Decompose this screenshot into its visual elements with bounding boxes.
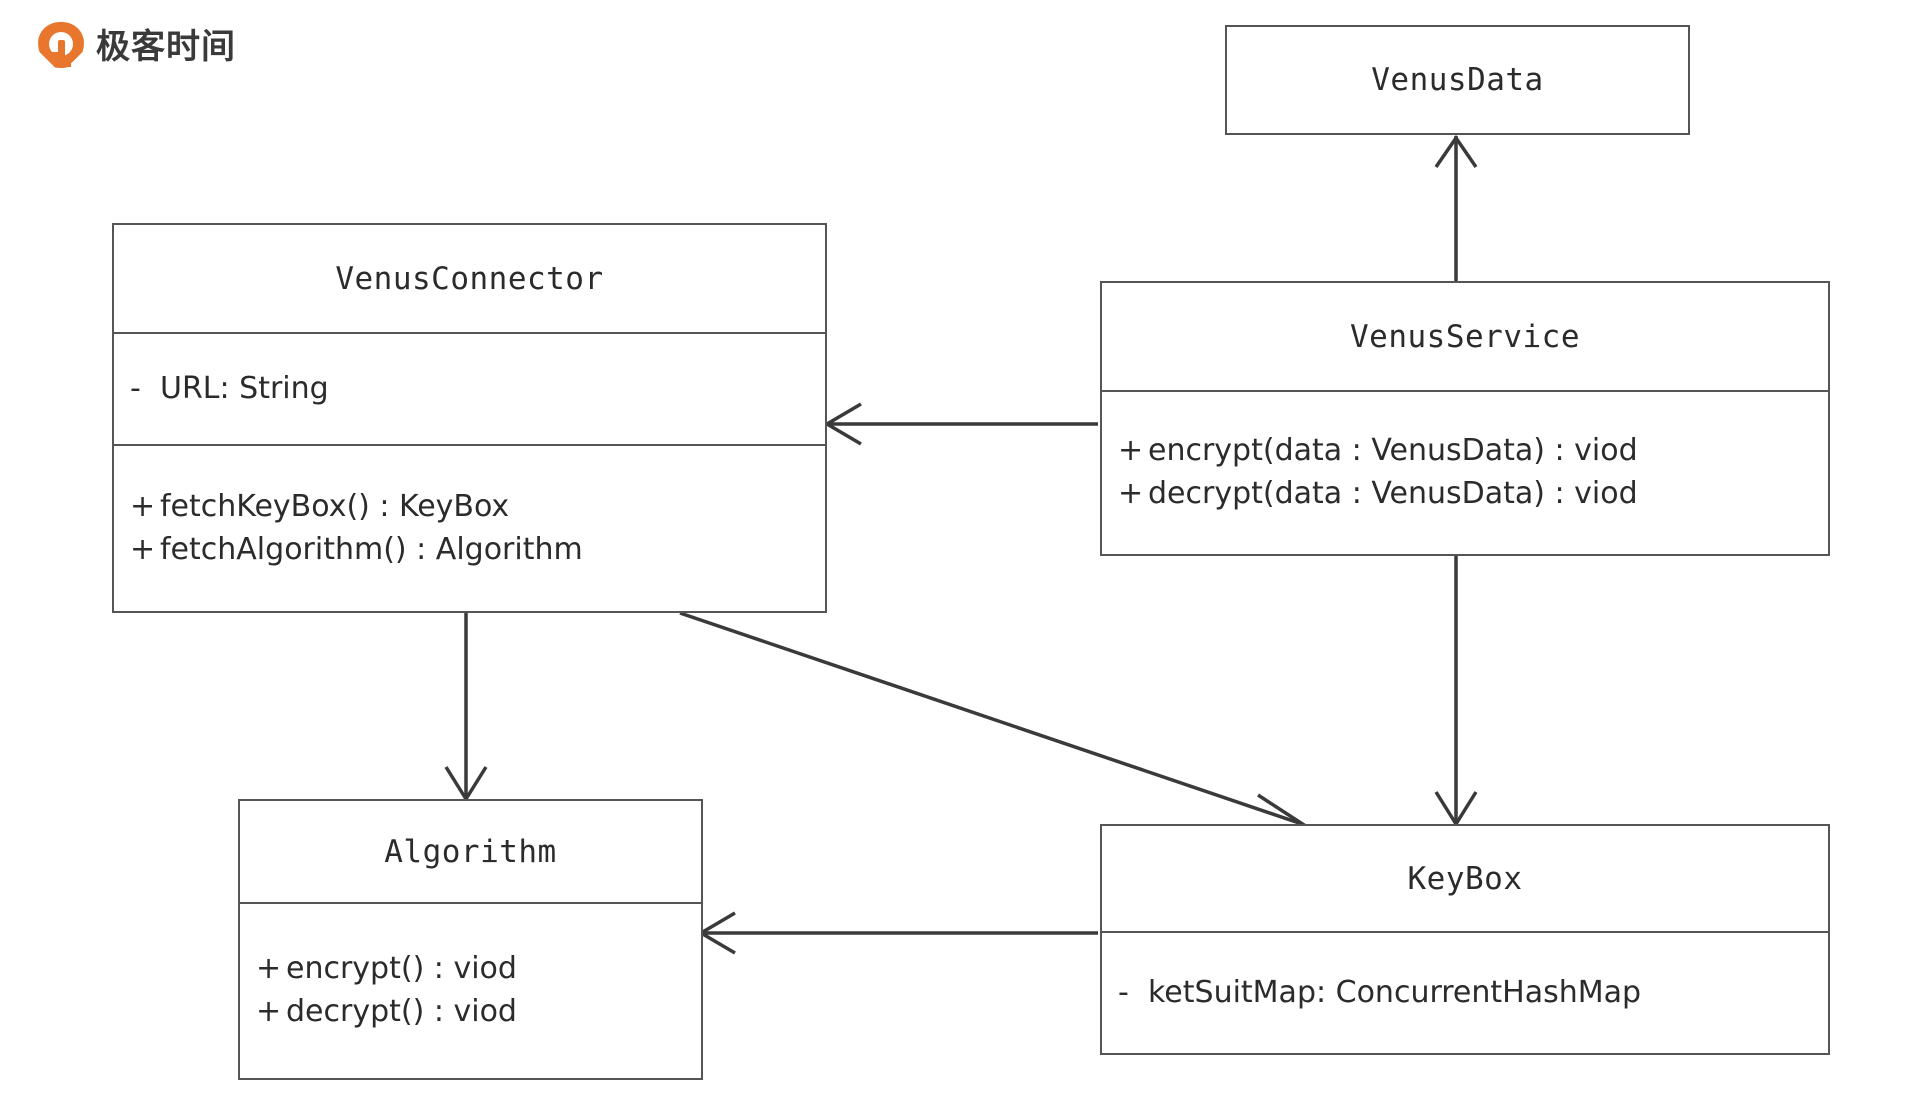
method-signature: fetchKeyBox() : KeyBox	[160, 488, 510, 524]
class-header: VenusConnector	[114, 225, 825, 332]
relation-service-to-connector	[823, 402, 1098, 446]
class-header: KeyBox	[1102, 826, 1828, 931]
class-box-key-box[interactable]: KeyBox - ketSuitMap: ConcurrentHashMap	[1100, 824, 1830, 1055]
visibility-marker: -	[1118, 974, 1129, 1010]
method-signature: encrypt(data : VenusData) : viod	[1148, 433, 1638, 469]
attribute-signature: ketSuitMap: ConcurrentHashMap	[1148, 974, 1642, 1010]
class-name-label: VenusService	[1350, 318, 1580, 355]
method-row: + fetchAlgorithm() : Algorithm	[130, 532, 825, 569]
class-name-label: KeyBox	[1407, 860, 1523, 897]
method-signature: fetchAlgorithm() : Algorithm	[160, 531, 583, 567]
method-row: + fetchKeyBox() : KeyBox	[130, 489, 825, 526]
visibility-marker: +	[130, 488, 156, 524]
relation-connector-to-keybox	[679, 611, 1309, 835]
attribute-row: - ketSuitMap: ConcurrentHashMap	[1118, 975, 1828, 1012]
class-name-label: VenusData	[1371, 62, 1544, 98]
class-name-label: VenusConnector	[335, 260, 604, 297]
visibility-marker: -	[130, 370, 141, 406]
class-header: VenusData	[1227, 27, 1688, 133]
brand-logo: 极客时间	[38, 22, 236, 72]
class-box-venus-data[interactable]: VenusData	[1225, 25, 1690, 135]
attributes-compartment: - URL: String	[114, 332, 825, 444]
method-row: + encrypt() : viod	[256, 951, 701, 988]
class-box-venus-service[interactable]: VenusService + encrypt(data : VenusData)…	[1100, 281, 1830, 556]
methods-compartment: + fetchKeyBox() : KeyBox + fetchAlgorith…	[114, 444, 825, 611]
attribute-signature: URL: String	[160, 370, 329, 406]
methods-compartment: + encrypt() : viod + decrypt() : viod	[240, 902, 701, 1078]
methods-compartment: + encrypt(data : VenusData) : viod + dec…	[1102, 390, 1828, 554]
method-row: + decrypt(data : VenusData) : viod	[1118, 476, 1828, 513]
method-signature: decrypt(data : VenusData) : viod	[1148, 476, 1638, 511]
relation-service-to-keybox	[1434, 556, 1478, 828]
class-box-algorithm[interactable]: Algorithm + encrypt() : viod + decrypt()…	[238, 799, 703, 1080]
class-box-venus-connector[interactable]: VenusConnector - URL: String + fetchKeyB…	[112, 223, 827, 613]
visibility-marker: +	[1118, 433, 1144, 469]
method-row: + encrypt(data : VenusData) : viod	[1118, 433, 1828, 470]
relation-keybox-to-algorithm	[697, 911, 1098, 955]
brand-name: 极客时间	[96, 27, 236, 67]
visibility-marker: +	[256, 994, 282, 1029]
visibility-marker: +	[1118, 476, 1144, 511]
relation-service-to-data	[1434, 134, 1478, 281]
geektime-drop-logo-icon	[38, 22, 84, 72]
method-row: + decrypt() : viod	[256, 994, 701, 1031]
class-name-label: Algorithm	[384, 833, 557, 870]
visibility-marker: +	[130, 531, 156, 567]
attributes-compartment: - ketSuitMap: ConcurrentHashMap	[1102, 931, 1828, 1053]
method-signature: decrypt() : viod	[286, 994, 517, 1029]
attribute-row: - URL: String	[130, 371, 825, 408]
relation-connector-to-algorithm	[444, 613, 488, 803]
class-header: VenusService	[1102, 283, 1828, 390]
visibility-marker: +	[256, 951, 282, 987]
method-signature: encrypt() : viod	[286, 951, 517, 987]
class-header: Algorithm	[240, 801, 701, 902]
